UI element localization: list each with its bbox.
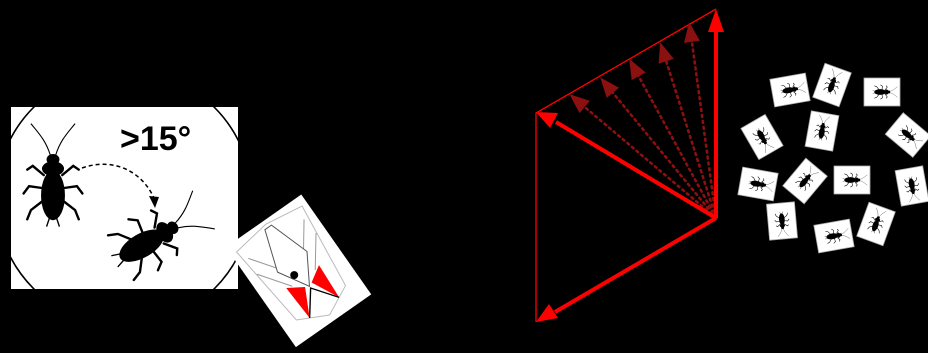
sample-tiles [738, 63, 928, 253]
sample-tile [741, 114, 783, 159]
right-panel [536, 9, 928, 322]
angle-threshold-label: >15° [120, 120, 191, 158]
sample-tile [783, 158, 828, 204]
sample-tile [864, 78, 900, 106]
vector-down-head [536, 304, 558, 322]
sample-tile [834, 166, 870, 194]
sample-tile [805, 111, 839, 151]
sample-tile [885, 113, 928, 158]
vector-left [556, 122, 716, 218]
left-panel: >15° [0, 70, 371, 347]
sample-tile [857, 202, 896, 245]
sample-tile [814, 219, 854, 253]
sample-tile [766, 202, 797, 240]
sample-tile [738, 167, 778, 201]
vector-left-head [536, 112, 558, 128]
sample-tile [770, 73, 810, 107]
fan-arrow [569, 94, 716, 218]
vector-down [555, 218, 716, 312]
sample-tile [813, 63, 852, 106]
fan-arrow [684, 22, 716, 218]
sample-tile [895, 166, 928, 206]
fan-arrow [659, 42, 716, 218]
insect-closeup [226, 194, 371, 347]
